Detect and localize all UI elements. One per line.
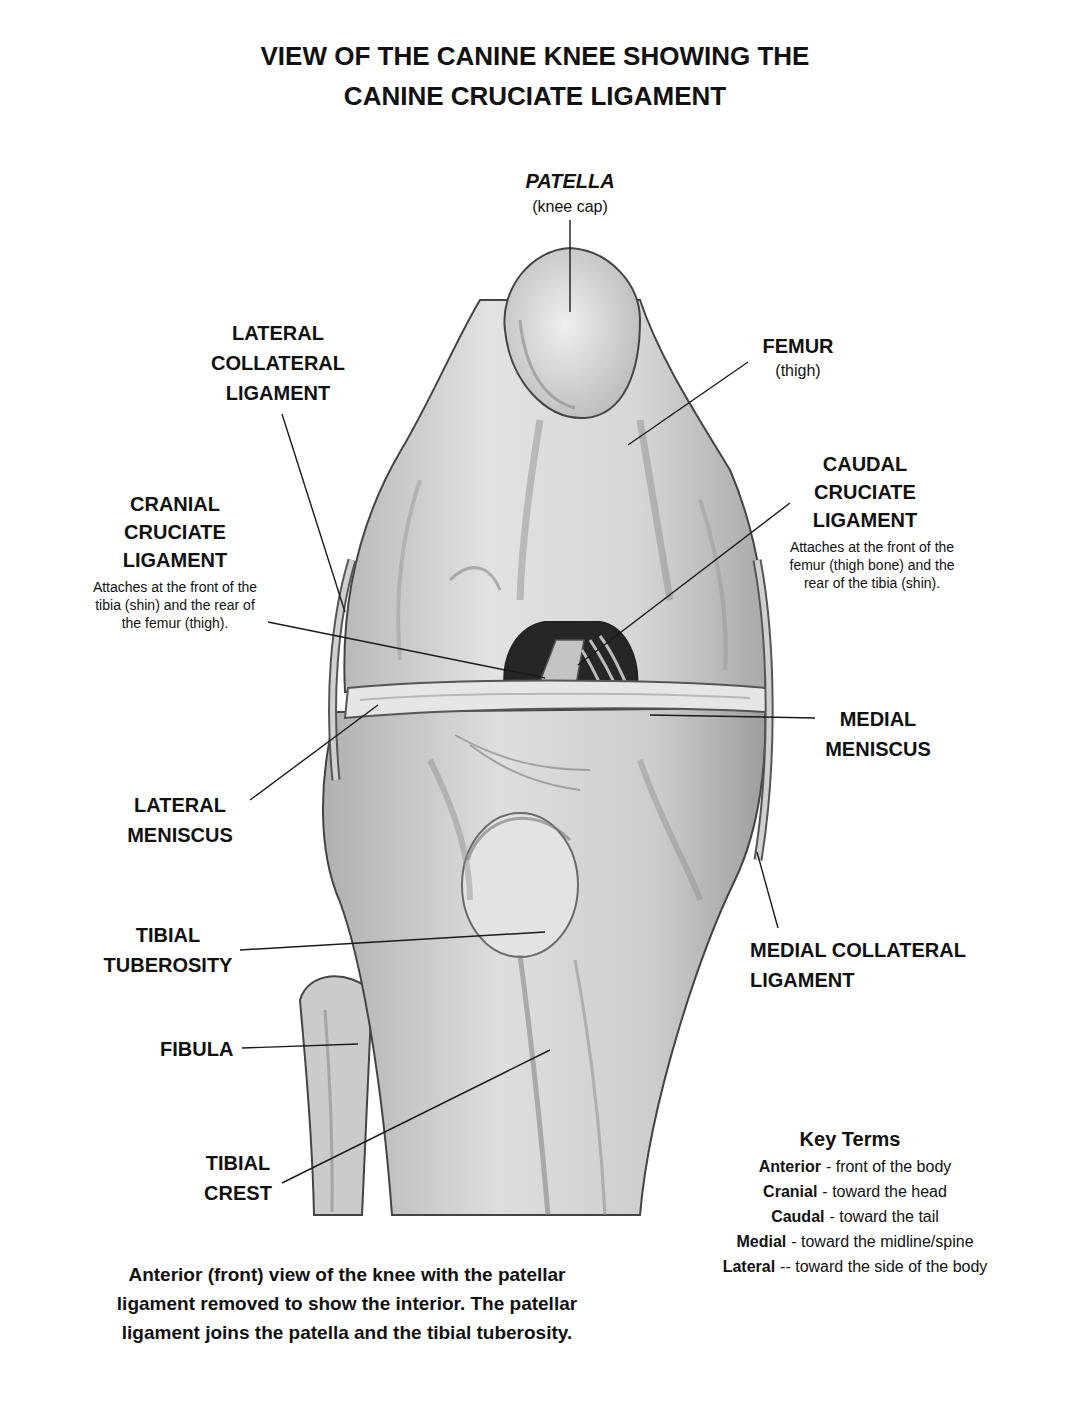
part-label: MEDIAL MENISCUS xyxy=(813,704,943,764)
part-note: (thigh) xyxy=(738,360,858,381)
key-term-row: Lateral -- toward the side of the body xyxy=(690,1256,1020,1278)
key-term-row: Anterior - front of the body xyxy=(690,1156,1020,1178)
key-term-definition: - toward the head xyxy=(822,1183,947,1200)
part-label: TIBIAL CREST xyxy=(183,1148,293,1208)
key-term: Caudal xyxy=(771,1208,824,1225)
part-label: TIBIAL TUBEROSITY xyxy=(93,920,243,980)
key-term-definition: -- toward the side of the body xyxy=(780,1258,987,1275)
part-label: PATELLA xyxy=(500,168,640,194)
part-label: FEMUR xyxy=(738,333,858,359)
part-label: CAUDAL CRUCIATE LIGAMENT xyxy=(790,450,940,534)
key-term-definition: - front of the body xyxy=(826,1158,951,1175)
key-term-definition: - toward the midline/spine xyxy=(791,1233,973,1250)
key-term-row: Cranial - toward the head xyxy=(690,1181,1020,1203)
key-term: Lateral xyxy=(723,1258,775,1275)
key-term-row: Caudal - toward the tail xyxy=(690,1206,1020,1228)
part-label: LATERAL MENISCUS xyxy=(115,790,245,850)
part-description: Attaches at the front of the femur (thig… xyxy=(783,538,961,592)
part-label: FIBULA xyxy=(160,1036,240,1062)
key-term: Cranial xyxy=(763,1183,817,1200)
key-term: Medial xyxy=(736,1233,786,1250)
legend-heading: Key Terms xyxy=(750,1126,950,1152)
key-term-row: Medial - toward the midline/spine xyxy=(690,1231,1020,1253)
key-term: Anterior xyxy=(759,1158,821,1175)
part-label: LATERAL COLLATERAL LIGAMENT xyxy=(203,318,353,408)
part-note: (knee cap) xyxy=(500,196,640,217)
part-label: MEDIAL COLLATERAL LIGAMENT xyxy=(750,935,982,995)
caption: Anterior (front) view of the knee with t… xyxy=(97,1260,597,1347)
key-term-definition: - toward the tail xyxy=(829,1208,938,1225)
part-label: CRANIAL CRUCIATE LIGAMENT xyxy=(100,490,250,574)
title: VIEW OF THE CANINE KNEE SHOWING THE CANI… xyxy=(215,36,855,116)
part-description: Attaches at the front of the tibia (shin… xyxy=(86,578,264,632)
